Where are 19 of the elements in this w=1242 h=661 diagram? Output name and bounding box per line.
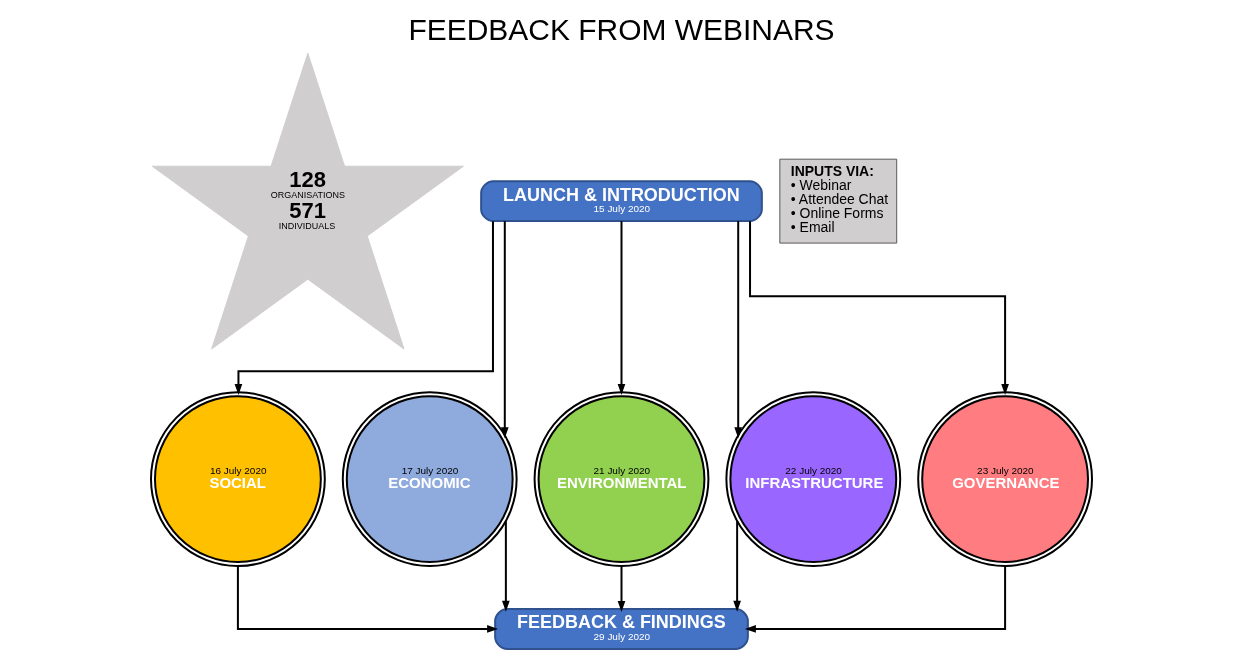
arrow <box>617 220 625 395</box>
arrow <box>732 520 741 612</box>
diagram-title: FEEDBACK FROM WEBINARS <box>407 13 835 47</box>
arrow <box>744 565 1006 633</box>
arrow <box>748 220 1009 396</box>
node-circle: 22 July 2020 INFRASTRUCTURE <box>724 391 901 567</box>
arrow <box>733 220 742 439</box>
node-circle: 17 July 2020 ECONOMIC <box>341 391 518 567</box>
node-box: INPUTS VIA: • Webinar • Attendee Chat • Online Forms • Email <box>778 158 897 244</box>
arrow <box>501 520 510 612</box>
node-circle: 23 July 2020 GOVERNANCE <box>916 391 1093 567</box>
arrow <box>500 220 509 439</box>
node-circle: 16 July 2020 SOCIAL <box>149 391 326 567</box>
node-box: FEEDBACK & FINDINGS 29 July 2020 <box>493 607 749 650</box>
arrow <box>617 565 625 612</box>
arrow <box>236 565 498 633</box>
arrow <box>234 220 494 396</box>
node-circle: 21 July 2020 ENVIRONMENTAL <box>533 391 709 567</box>
node-box: LAUNCH & INTRODUCTION 15 July 2020 <box>479 180 763 223</box>
